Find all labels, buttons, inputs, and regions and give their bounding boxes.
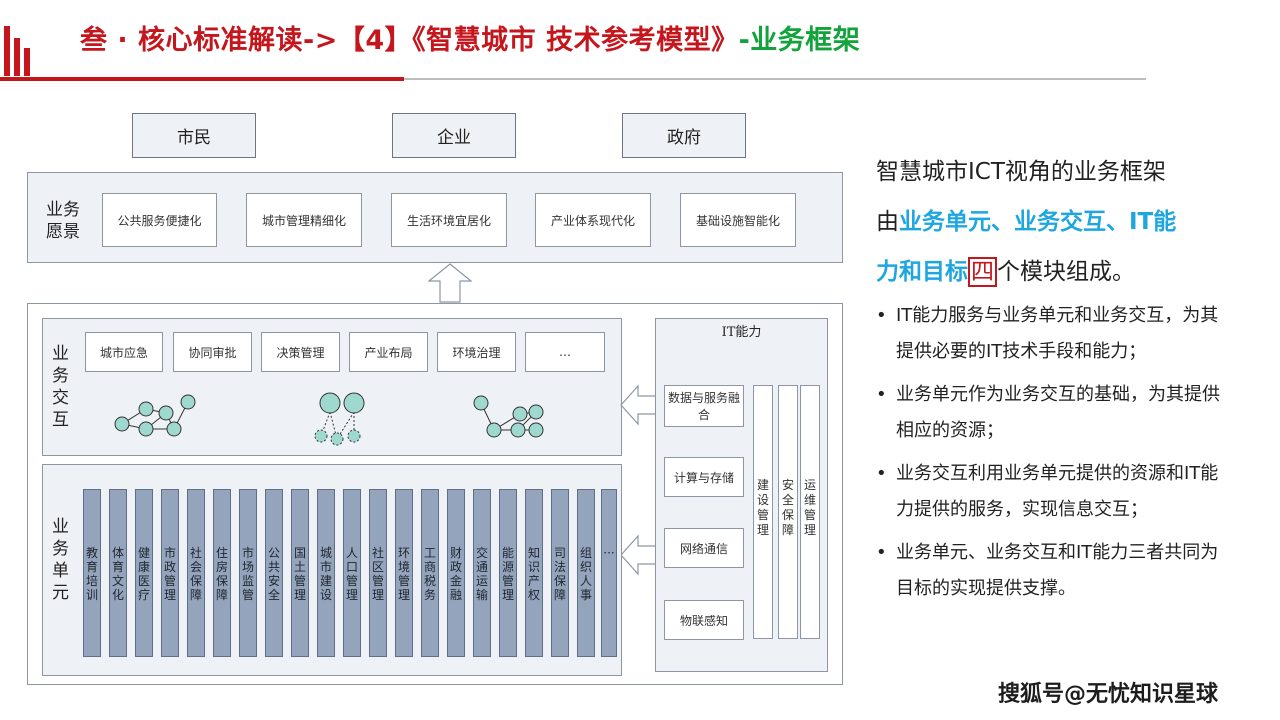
interaction-item: 城市应急 — [85, 332, 163, 372]
left-arrow-icon — [620, 534, 660, 576]
goal-item: 公共服务便捷化 — [102, 193, 217, 247]
business-unit-item: 教育培训 — [83, 489, 101, 657]
bullet-item: IT能力服务与业务单元和业务交互，为其提供必要的IT技术手段和能力； — [872, 298, 1232, 370]
interaction-item: 协同审批 — [173, 332, 252, 372]
business-unit-item: 财政金融 — [447, 489, 465, 657]
brand-logo-icon — [4, 20, 34, 76]
business-unit-item: 环境管理 — [395, 489, 413, 657]
it-support-bar: 建设管理 — [753, 385, 773, 639]
node-cluster-icon — [314, 392, 365, 446]
bullet-list: IT能力服务与业务单元和业务交互，为其提供必要的IT技术手段和能力； 业务单元作… — [872, 298, 1232, 614]
business-unit-item: 社区管理 — [369, 489, 387, 657]
interaction-item: 产业布局 — [349, 332, 428, 372]
business-unit-item: 健康医疗 — [135, 489, 153, 657]
it-service-item: 网络通信 — [664, 528, 744, 568]
interaction-item: 环境治理 — [437, 332, 516, 372]
intro-tail: 个模块组成。 — [997, 259, 1135, 285]
business-unit-item: 司法保障 — [551, 489, 569, 657]
units-label: 业务单元 — [52, 517, 69, 603]
it-support-bar: 运维管理 — [800, 385, 820, 639]
bullet-item: 业务交互利用业务单元提供的资源和IT能力提供的服务，实现信息交互； — [872, 456, 1232, 528]
business-unit-item: 体育文化 — [109, 489, 127, 657]
interaction-item: 决策管理 — [261, 332, 340, 372]
intro-highlight-2: 力和目标 — [876, 259, 968, 285]
watermark: 搜狐号@无忧知识星球 — [998, 682, 1219, 707]
actor-citizen: 市民 — [132, 113, 256, 158]
business-unit-item: 交通运输 — [473, 489, 491, 657]
business-unit-item: 工商税务 — [421, 489, 439, 657]
business-unit-item: 社会保障 — [187, 489, 205, 657]
title-divider-red — [0, 77, 404, 81]
actor-enterprise: 企业 — [392, 113, 516, 158]
goal-item: 基础设施智能化 — [680, 193, 796, 247]
it-support-bar: 安全保障 — [778, 385, 798, 639]
page-title-main: 叁 · 核心标准解读->【4】《智慧城市 技术参考模型》 — [80, 25, 739, 56]
business-unit-item: 住房保障 — [213, 489, 231, 657]
node-graph-icon — [473, 395, 544, 438]
goal-item: 产业体系现代化 — [535, 193, 651, 247]
interaction-item: … — [525, 332, 605, 372]
business-unit-item: 人口管理 — [343, 489, 361, 657]
it-service-item: 物联感知 — [664, 600, 744, 640]
page-title-suffix: -业务框架 — [738, 25, 861, 56]
intro-you: 由 — [876, 209, 899, 235]
intro-line-2: 由业务单元、业务交互、IT能 — [876, 197, 1246, 247]
business-unit-item: 能源管理 — [499, 489, 517, 657]
interaction-label: 业务交互 — [52, 344, 69, 430]
node-graph-icon — [114, 394, 196, 437]
intro-paragraph: 智慧城市ICT视角的业务框架 由业务单元、业务交互、IT能 力和目标四个模块组成… — [876, 147, 1246, 297]
goal-item: 城市管理精细化 — [246, 193, 362, 247]
intro-line-1: 智慧城市ICT视角的业务框架 — [876, 159, 1166, 185]
it-capability-label: IT能力 — [721, 325, 762, 340]
vision-label: 业务愿景 — [46, 200, 80, 242]
business-unit-more: ··· — [601, 489, 617, 657]
intro-line-3: 力和目标四个模块组成。 — [876, 247, 1246, 297]
it-service-item: 计算与存储 — [664, 457, 744, 497]
business-unit-item: 市场监管 — [239, 489, 257, 657]
business-unit-item: 知识产权 — [525, 489, 543, 657]
actor-government: 政府 — [622, 113, 746, 158]
page-title: 叁 · 核心标准解读->【4】《智慧城市 技术参考模型》-业务框架 — [80, 18, 860, 57]
up-arrow-icon — [428, 263, 472, 303]
intro-highlight-1: 业务单元、业务交互、IT能 — [899, 209, 1177, 235]
intro-four: 四 — [968, 257, 997, 287]
goal-item: 生活环境宜居化 — [391, 193, 507, 247]
bullet-item: 业务单元作为业务交互的基础，为其提供相应的资源； — [872, 377, 1232, 449]
it-service-item: 数据与服务融合 — [664, 385, 744, 427]
business-unit-item: 公共安全 — [265, 489, 283, 657]
business-unit-item: 组织人事 — [577, 489, 595, 657]
business-unit-item: 城市建设 — [317, 489, 335, 657]
left-arrow-icon — [620, 384, 660, 426]
title-divider-gray — [404, 78, 1146, 80]
business-unit-item: 市政管理 — [161, 489, 179, 657]
business-unit-item: 国土管理 — [291, 489, 309, 657]
bullet-item: 业务单元、业务交互和IT能力三者共同为目标的实现提供支撑。 — [872, 535, 1232, 607]
